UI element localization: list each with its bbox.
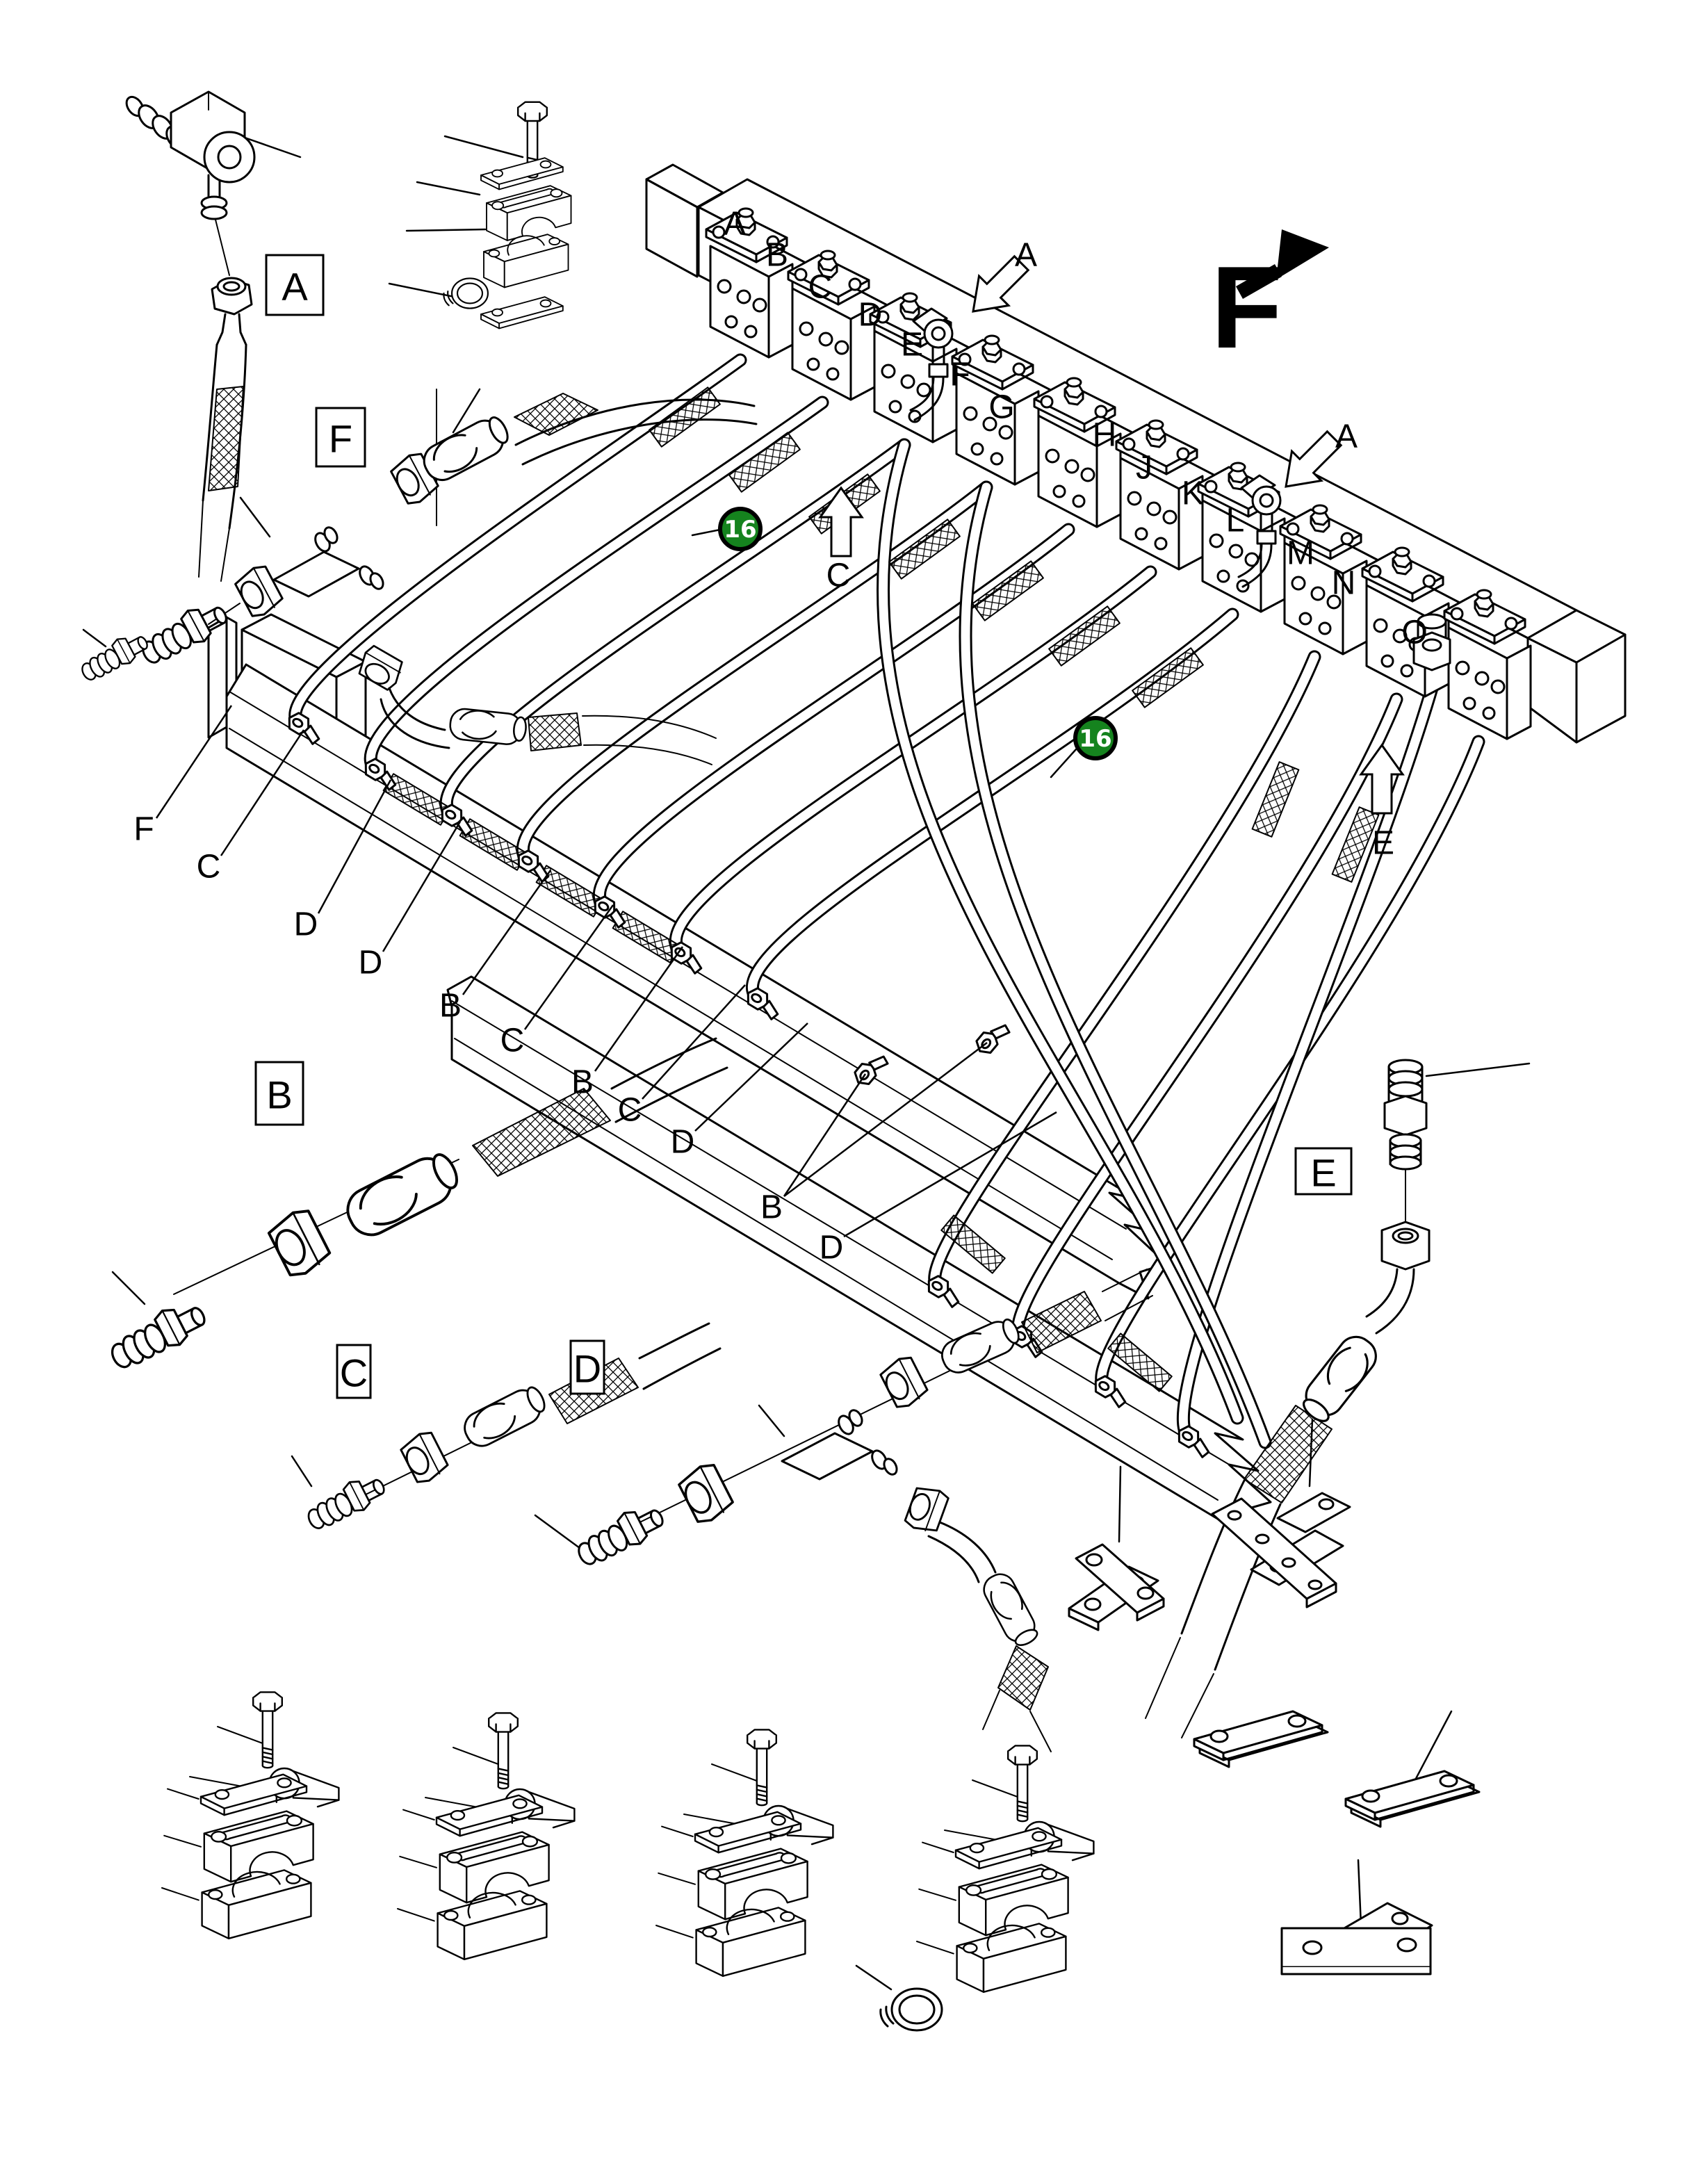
detail-box-B xyxy=(254,1061,304,1126)
clamp-groups xyxy=(162,1692,1093,2032)
leader-callout-B: B xyxy=(760,1189,783,1226)
rail-callout-K: K xyxy=(1182,475,1204,512)
quantity-badge: 16 xyxy=(1073,716,1118,760)
detail-e-parts xyxy=(1145,1059,1531,1738)
detail-box-label-C: C xyxy=(340,1351,368,1395)
end-fitting xyxy=(1412,613,1451,671)
arrow-callouts-layer: A A C E xyxy=(819,237,1404,862)
view-arrow-shaft xyxy=(1236,264,1282,299)
leader-callout-D: D xyxy=(294,906,318,943)
detail-f-parts xyxy=(76,388,758,765)
rail-callout-E: E xyxy=(901,327,923,364)
quantity-badge-circle xyxy=(718,507,763,551)
detail-box-E xyxy=(1294,1147,1353,1196)
leader-line-B xyxy=(783,1073,867,1197)
quantity-badge-circle xyxy=(1073,716,1118,760)
quantity-badge-text: 16 xyxy=(724,516,756,544)
leader-line-B xyxy=(594,946,684,1072)
detail-box-label-F: F xyxy=(329,417,352,461)
detail-box-label-B: B xyxy=(266,1073,292,1117)
hose-bundle xyxy=(283,353,1485,1460)
detail-box-C xyxy=(336,1344,372,1399)
rail-callout-J: J xyxy=(1136,450,1152,487)
rail-callout-O: O xyxy=(1401,614,1427,651)
rail-callout-B: B xyxy=(766,237,788,274)
mount-bar-2 xyxy=(446,975,1272,1538)
leader-line-C xyxy=(523,904,614,1030)
detail-box-D xyxy=(569,1339,605,1395)
leader-callout-C: C xyxy=(618,1092,642,1129)
leader-callout-D: D xyxy=(671,1124,695,1161)
view-arrow-head xyxy=(1276,229,1329,279)
badge-leaders xyxy=(691,528,1077,779)
plate-assemblies xyxy=(1068,1418,1481,1975)
rail-callout-F: F xyxy=(950,357,970,393)
leader-line-B xyxy=(783,1042,988,1197)
leader-callout-D: D xyxy=(359,945,383,981)
rail-callout-C: C xyxy=(808,269,833,306)
leader-line-C xyxy=(220,729,305,856)
detail-b-parts xyxy=(103,1037,728,1376)
detail-box-label-A: A xyxy=(282,265,308,309)
quantity-badge-text: 16 xyxy=(1079,725,1111,753)
detail-box-A xyxy=(265,254,325,316)
leader-line-D xyxy=(317,779,392,914)
rail-callout-A: A xyxy=(724,206,746,243)
leader-callout-D: D xyxy=(820,1230,844,1266)
detail-d-parts xyxy=(534,1269,1153,1752)
rail-callout-L: L xyxy=(1226,503,1245,539)
arrow-callout-A: A xyxy=(1015,237,1037,274)
view-direction-label: F xyxy=(1211,242,1282,373)
detail-a-part xyxy=(125,90,302,582)
detail-box-F xyxy=(315,407,366,468)
leader-line-C xyxy=(642,984,746,1100)
valve-blocks xyxy=(705,207,1532,740)
leader-line-D xyxy=(843,1111,1057,1238)
detail-box-label-D: D xyxy=(573,1347,601,1391)
leader-callout-C: C xyxy=(500,1022,525,1059)
leader-callout-C: C xyxy=(197,849,221,886)
view-indicator: F xyxy=(1211,229,1329,373)
arrow-callout-C: C xyxy=(826,557,851,594)
rail-callout-N: N xyxy=(1332,565,1356,602)
leader-line-D xyxy=(382,821,462,952)
rail-callout-M: M xyxy=(1287,535,1314,572)
leader-line-D xyxy=(694,1022,808,1132)
arrow-callout-E: E xyxy=(1372,825,1394,862)
rail-callout-H: H xyxy=(1093,417,1117,454)
leader-callout-B: B xyxy=(439,988,462,1025)
leader-line-B xyxy=(462,870,552,995)
diagram-artwork xyxy=(76,90,1627,2032)
rail-callout-G: G xyxy=(988,389,1014,426)
quantity-badge: 16 xyxy=(718,507,763,551)
detail-box-label-E: E xyxy=(1310,1151,1336,1195)
leader-callout-B: B xyxy=(571,1064,594,1101)
leader-callout-F: F xyxy=(133,811,154,848)
arrow-callout-A: A xyxy=(1335,418,1358,455)
rail-callout-D: D xyxy=(858,297,883,334)
leader-line-F xyxy=(155,705,233,819)
